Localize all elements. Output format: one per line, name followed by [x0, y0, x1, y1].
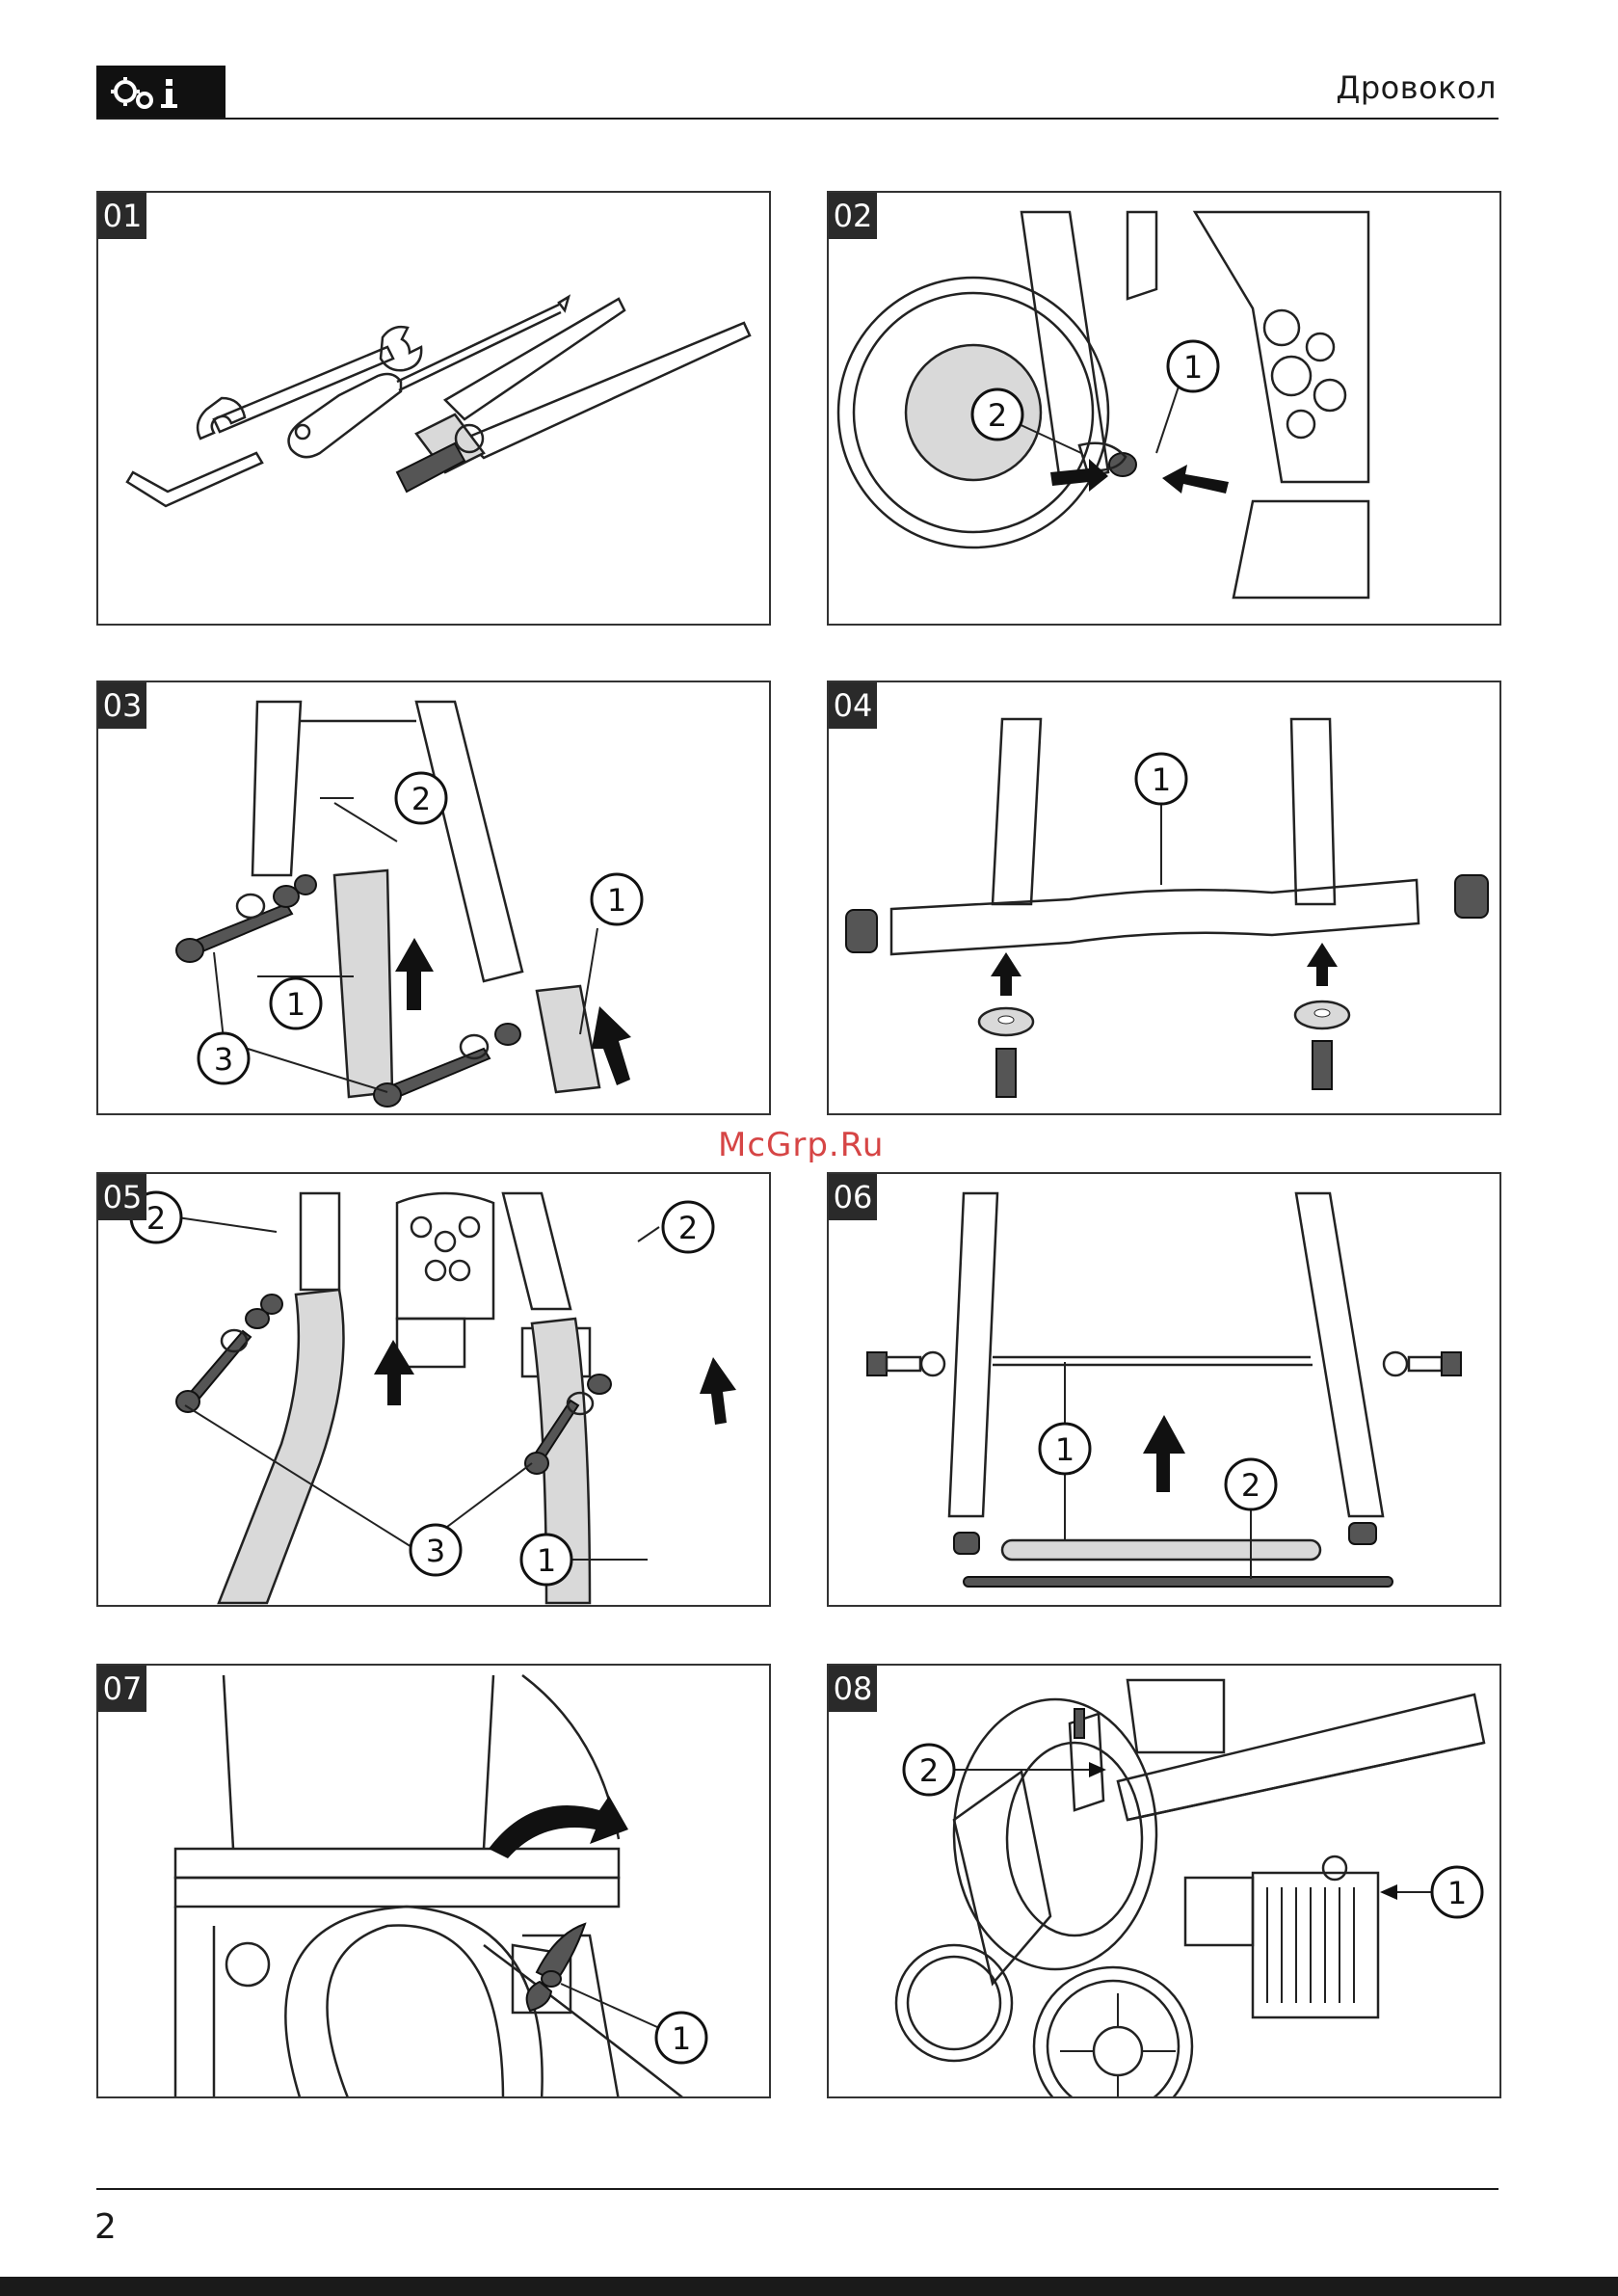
callout-1: 1	[1040, 1424, 1090, 1474]
figure-panel-06: 06 1 2	[827, 1172, 1501, 1607]
panel-number: 04	[829, 682, 877, 729]
wheel-pin-illustration: 1 2	[829, 193, 1501, 626]
callout-1: 1	[271, 978, 321, 1028]
callout-2: 2	[972, 389, 1022, 440]
svg-text:1: 1	[672, 2020, 691, 2057]
page-title: Дровокол	[1336, 69, 1497, 106]
front-legs-illustration: 2 2 3 1	[98, 1174, 771, 1607]
legs-assembly-illustration: 2 1 1 3	[98, 682, 771, 1115]
panel-number: 01	[98, 193, 146, 239]
svg-text:3: 3	[214, 1041, 233, 1078]
svg-text:3: 3	[426, 1533, 445, 1569]
callout-2: 2	[396, 773, 446, 823]
footer-rule	[96, 2188, 1499, 2190]
wing-nut-illustration: 1	[98, 1666, 771, 2098]
panel-number: 06	[829, 1174, 877, 1220]
panel-number: 02	[829, 193, 877, 239]
callout-3: 3	[411, 1525, 461, 1575]
rear-stand-illustration: 1 2	[829, 1174, 1501, 1607]
svg-text:2: 2	[146, 1200, 166, 1237]
callout-1: 1	[1432, 1867, 1482, 1917]
panel-number: 03	[98, 682, 146, 729]
svg-text:2: 2	[919, 1752, 939, 1789]
header-rule	[96, 118, 1499, 120]
figure-panel-05: 05 2	[96, 1172, 771, 1607]
watermark: McGrp.Ru	[718, 1126, 884, 1164]
bolt-left	[867, 1352, 944, 1375]
callout-1: 1	[1136, 754, 1186, 804]
callout-1: 1	[656, 2013, 706, 2063]
bottom-edge	[0, 2277, 1618, 2296]
figure-panel-07: 07 1	[96, 1664, 771, 2098]
page-number: 2	[94, 2207, 117, 2247]
svg-text:1: 1	[537, 1542, 556, 1579]
svg-text:2: 2	[678, 1210, 698, 1246]
figure-panel-03: 03 2 1	[96, 681, 771, 1115]
panel-number: 05	[98, 1174, 146, 1220]
figure-panel-08: 08 2 1	[827, 1664, 1501, 2098]
svg-text:1: 1	[1055, 1431, 1074, 1468]
callout-2: 2	[1226, 1459, 1276, 1509]
svg-text:1: 1	[1183, 349, 1203, 386]
svg-text:1: 1	[607, 882, 626, 919]
tools-illustration	[98, 193, 771, 626]
callout-1: 1	[521, 1535, 571, 1585]
hex-key-icon	[127, 453, 262, 506]
figure-panel-04: 04 1	[827, 681, 1501, 1115]
panel-number: 08	[829, 1666, 877, 1712]
panel-number: 07	[98, 1666, 146, 1712]
callout-2: 2	[904, 1745, 954, 1795]
svg-text:2: 2	[988, 397, 1007, 434]
bolt-bottom	[374, 1024, 520, 1107]
crossbar-illustration: 1	[829, 682, 1501, 1115]
bolt-left	[176, 1295, 282, 1412]
pliers-icon	[397, 299, 750, 492]
svg-text:2: 2	[1241, 1467, 1260, 1504]
log-splitter-illustration: 2 1	[829, 1666, 1501, 2098]
svg-text:1: 1	[1447, 1875, 1467, 1911]
svg-text:2: 2	[411, 781, 431, 817]
wrench-icon	[198, 327, 421, 439]
callout-1: 1	[1168, 341, 1218, 391]
header-badge	[96, 66, 225, 119]
bolt-top	[176, 875, 316, 962]
figure-panel-02: 02 1 2	[827, 191, 1501, 626]
callout-2b: 2	[663, 1202, 713, 1252]
gears-info-icon	[96, 66, 225, 119]
callout-1b: 1	[592, 874, 642, 924]
svg-text:1: 1	[286, 986, 305, 1023]
bolt-right	[1384, 1352, 1461, 1375]
callout-3: 3	[199, 1033, 249, 1083]
figure-panel-01: 01	[96, 191, 771, 626]
svg-text:1: 1	[1152, 761, 1171, 798]
